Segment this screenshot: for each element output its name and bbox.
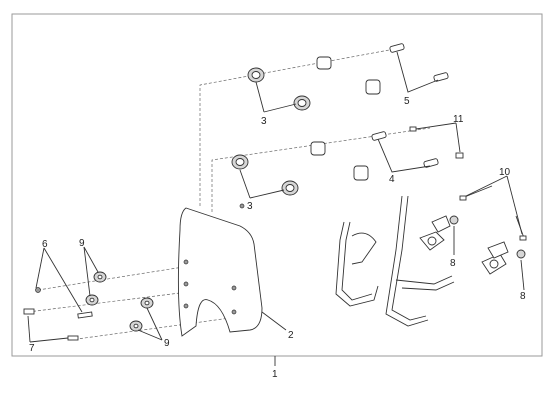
- callout-7: 7: [29, 343, 35, 354]
- windscreen-part: [177, 203, 263, 337]
- callout-2: 2: [288, 330, 294, 341]
- grommet-set-lower: [231, 141, 369, 196]
- spacer-pins: [371, 43, 449, 168]
- callout-1: 1: [272, 369, 278, 380]
- callout-9-lower: 9: [164, 338, 170, 349]
- callout-6: 6: [42, 239, 48, 250]
- callout-3-lower: 3: [247, 201, 253, 212]
- callout-11: 11: [453, 114, 464, 125]
- callout-9-upper: 9: [79, 238, 85, 249]
- callout-10: 10: [499, 167, 511, 178]
- diagram-frame: [11, 13, 543, 357]
- nuts-and-bolts: [449, 185, 527, 259]
- callout-leaders: [27, 51, 525, 343]
- callout-5: 5: [404, 96, 410, 107]
- washers: [85, 271, 154, 332]
- callout-numbers: 1 2 3 3 4 5 6 7 8 8 9 9 10 11: [29, 96, 526, 380]
- support-bracket-frames: [335, 195, 455, 327]
- callout-8-right: 8: [520, 291, 526, 302]
- callout-4: 4: [389, 174, 395, 185]
- callout-8-left: 8: [450, 258, 456, 269]
- bar-clamps: [419, 215, 509, 275]
- grommet-set-upper: [247, 56, 381, 111]
- callout-3-upper: 3: [261, 116, 267, 127]
